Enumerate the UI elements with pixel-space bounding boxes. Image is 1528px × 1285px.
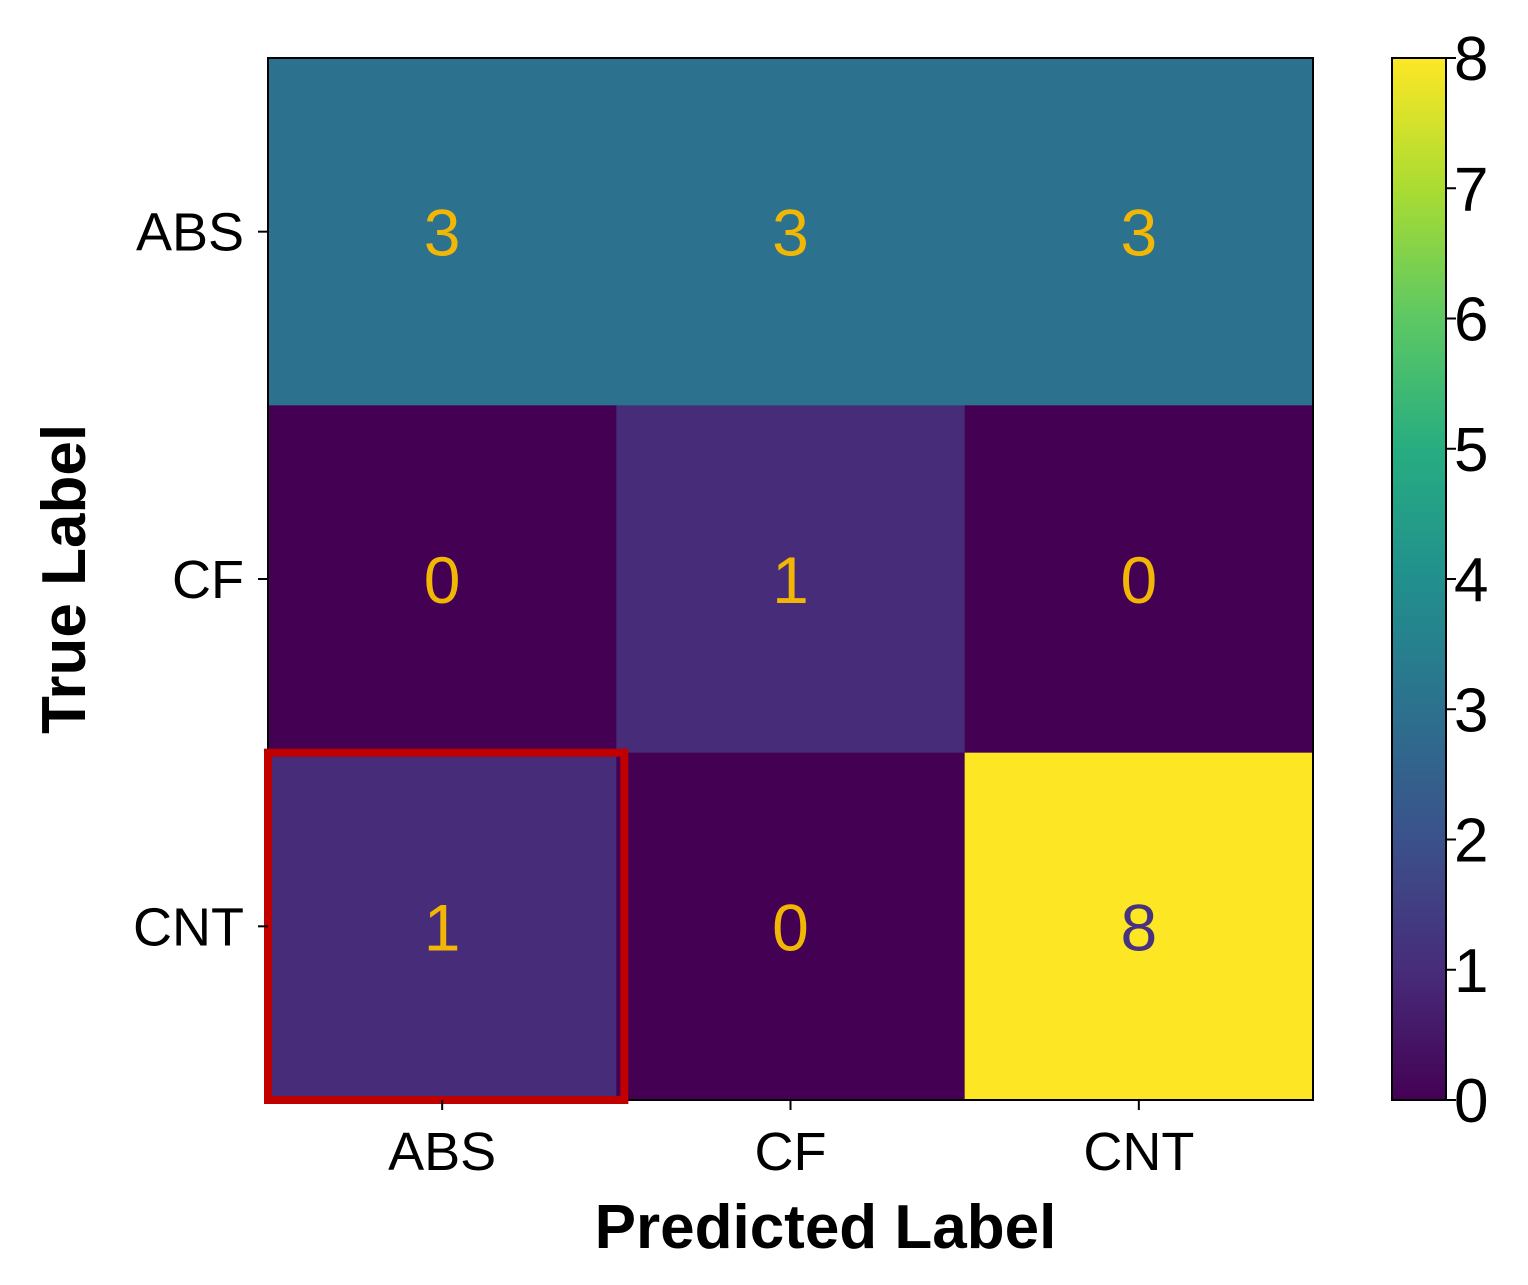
colorbar-tick-label: 2 (1454, 807, 1488, 876)
cell-value-label: 3 (424, 196, 461, 270)
cell-value-label: 0 (1120, 543, 1157, 617)
colorbar-ticks: 0 1 2 3 4 5 6 7 8 (1446, 25, 1488, 1136)
heatmap-cell-r0-c0 (268, 58, 617, 406)
x-tick-label: CF (755, 1122, 827, 1182)
y-tick-label: CF (172, 550, 244, 610)
cell-value-label: 3 (772, 196, 809, 270)
colorbar-tick-label: 6 (1454, 286, 1488, 355)
colorbar-tick-label: 0 (1454, 1067, 1488, 1136)
x-tick-label: ABS (388, 1122, 496, 1182)
cell-value-label: 0 (772, 890, 809, 964)
heatmap-cell-r2-c2 (964, 752, 1314, 1101)
colorbar-tick-label: 4 (1454, 546, 1488, 615)
cell-value-label: 1 (772, 543, 809, 617)
cell-value-label: 0 (424, 543, 461, 617)
colorbar-tick-label: 5 (1454, 416, 1488, 485)
cell-value-label: 1 (424, 890, 461, 964)
colorbar (1391, 57, 1447, 1101)
colorbar-tick-label: 3 (1454, 676, 1488, 745)
colorbar-tick-label: 1 (1454, 937, 1488, 1006)
y-axis-title: True Label (30, 424, 99, 734)
heatmap-cells (268, 58, 1314, 1101)
y-tick-label: CNT (133, 897, 244, 957)
heatmap-cell-r1-c0 (268, 405, 617, 754)
x-axis-title: Predicted Label (595, 1193, 1057, 1262)
x-tick-label: CNT (1083, 1122, 1194, 1182)
heatmap-cell-r2-c1 (616, 752, 966, 1101)
heatmap-cell-r1-c1 (616, 405, 966, 754)
heatmap-cell-r0-c2 (964, 58, 1314, 406)
cell-value-label: 8 (1120, 890, 1157, 964)
heatmap-cell-r1-c2 (964, 405, 1314, 754)
heatmap-cell-r2-c0 (268, 752, 617, 1101)
x-axis-ticks: ABS CF CNT (388, 1100, 1194, 1182)
colorbar-tick-label: 8 (1454, 25, 1488, 94)
y-tick-label: ABS (136, 203, 244, 263)
cell-annotations: 3 3 3 0 1 0 1 0 8 (424, 196, 1157, 965)
cell-value-label: 3 (1120, 196, 1157, 270)
y-axis-ticks: ABS CF CNT (133, 203, 268, 957)
heatmap-cell-r0-c1 (616, 58, 966, 406)
colorbar-tick-label: 7 (1454, 155, 1488, 224)
